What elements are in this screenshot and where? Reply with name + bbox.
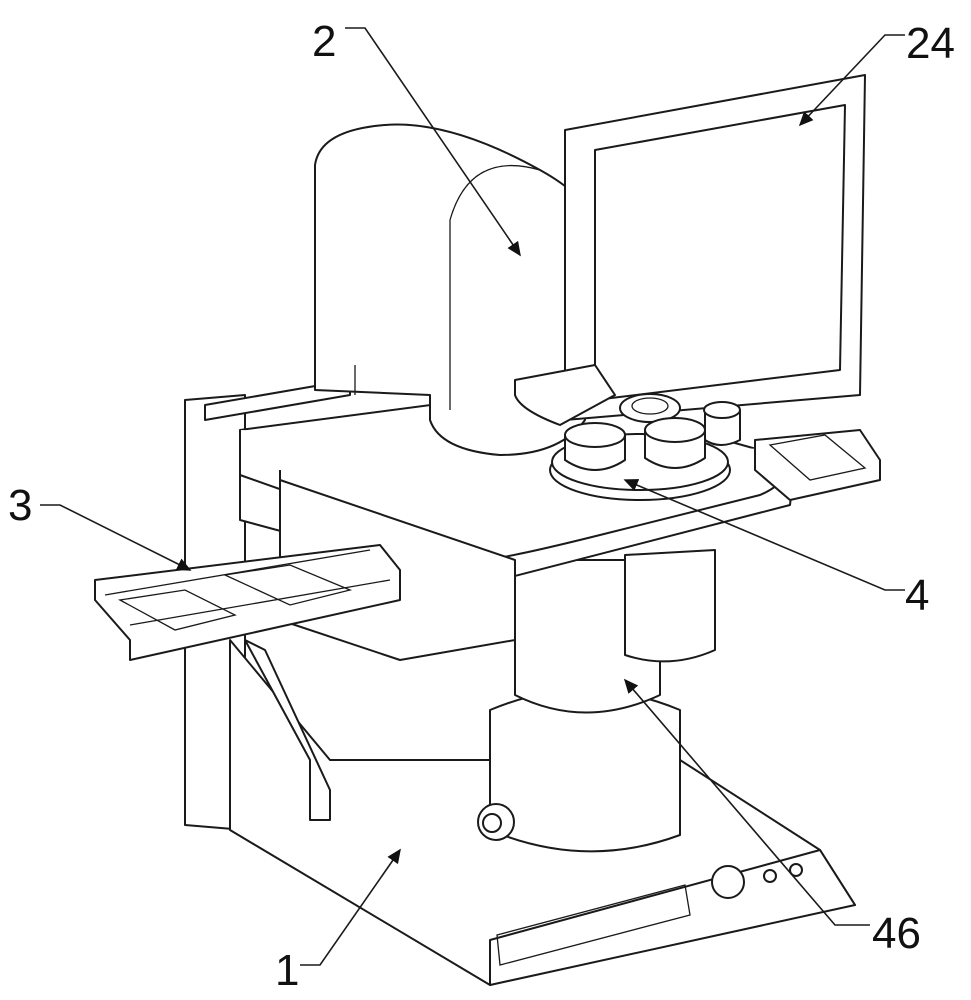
monitor	[564, 74, 866, 421]
leader-lines	[40, 27, 905, 966]
label-conveyor: 3	[8, 481, 32, 530]
column	[477, 549, 716, 853]
sample-turret	[514, 364, 741, 501]
label-imaging-head: 2	[312, 17, 336, 66]
label-sample-turret: 4	[905, 571, 929, 620]
label-base: 1	[275, 946, 299, 995]
conveyor	[94, 429, 881, 661]
label-monitor: 24	[906, 19, 955, 68]
label-column: 46	[872, 909, 921, 958]
